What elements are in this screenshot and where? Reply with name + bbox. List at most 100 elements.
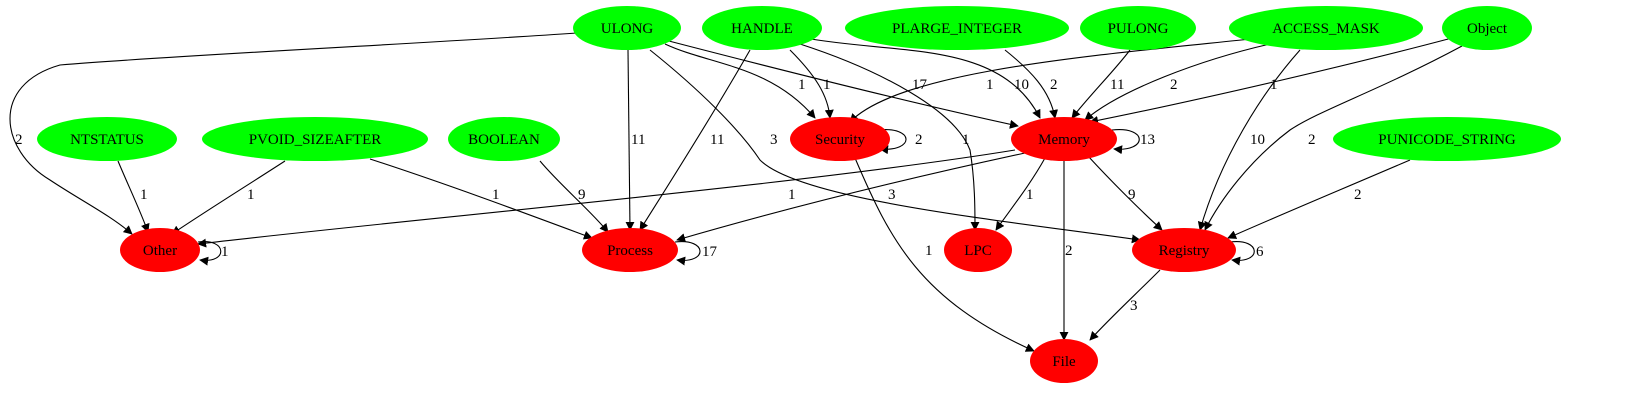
edge-label-ulong-memory: 17 — [912, 77, 928, 93]
edge-label-registry-file: 3 — [1130, 298, 1138, 314]
edge-memory-self — [1111, 129, 1140, 155]
node-label-security: Security — [815, 132, 865, 148]
edge-handle-lpc — [799, 43, 980, 231]
edge-label-access-registry: 10 — [1250, 132, 1265, 148]
node-label-handle: HANDLE — [731, 21, 793, 37]
node-access-mask[interactable]: ACCESS_MASK — [1229, 6, 1423, 50]
edge-object-registry — [1204, 45, 1463, 231]
node-label-boolean: BOOLEAN — [468, 132, 540, 148]
node-label-file: File — [1052, 354, 1076, 370]
node-label-access-mask: ACCESS_MASK — [1272, 21, 1380, 37]
node-label-pvoid-sizeafter: PVOID_SIZEAFTER — [249, 132, 382, 148]
node-label-pulong: PULONG — [1108, 21, 1169, 37]
node-lpc[interactable]: LPC — [944, 228, 1012, 272]
node-label-plarge-integer: PLARGE_INTEGER — [892, 21, 1022, 37]
edge-ulong-other — [9, 32, 578, 235]
edge-ntstatus-other — [117, 160, 150, 233]
edge-registry-self — [1229, 241, 1255, 266]
edge-memory-registry — [1087, 155, 1163, 231]
edge-label-handle-memory: 10 — [1014, 77, 1029, 93]
node-registry[interactable]: Registry — [1132, 228, 1236, 272]
edge-label-memory-process: 3 — [888, 187, 896, 203]
edge-label-handle-process: 11 — [710, 132, 724, 148]
edge-label-registry-self: 6 — [1256, 244, 1264, 260]
node-label-ntstatus: NTSTATUS — [70, 132, 144, 148]
node-object[interactable]: Object — [1442, 6, 1532, 50]
node-plarge-integer[interactable]: PLARGE_INTEGER — [845, 6, 1069, 50]
edge-handle-process — [639, 49, 751, 231]
edge-label-memory-file: 2 — [1065, 243, 1073, 259]
edge-handle-memory — [804, 37, 1041, 119]
edge-security-self — [877, 129, 907, 155]
node-label-memory: Memory — [1038, 132, 1090, 148]
edge-label-ntstatus-other: 1 — [140, 187, 148, 203]
edges: 2 11 1 17 3 11 1 10 1 2 11 1 — [9, 32, 1463, 352]
edge-plarge-memory — [1004, 49, 1059, 119]
edge-memory-other — [197, 149, 1016, 248]
edge-label-plarge-memory: 2 — [1050, 77, 1058, 93]
edge-ulong-registry — [649, 49, 1141, 244]
edge-label-memory-registry: 9 — [1128, 187, 1136, 203]
edge-ulong-security — [664, 43, 816, 119]
node-label-lpc: LPC — [964, 243, 992, 259]
node-punicode-string[interactable]: PUNICODE_STRING — [1333, 117, 1561, 161]
edge-label-object-memory: 1 — [1270, 77, 1278, 93]
node-label-process: Process — [607, 243, 653, 259]
edge-pvoid-process — [369, 158, 593, 240]
edge-memory-lpc — [995, 157, 1046, 231]
edge-label-memory-lpc: 1 — [1026, 187, 1034, 203]
edge-label-pvoid-other: 1 — [247, 187, 255, 203]
edge-label-pvoid-process: 1 — [492, 187, 500, 203]
edge-access-security — [849, 37, 1261, 123]
edge-label-boolean-process: 9 — [578, 187, 586, 203]
edge-label-punicode-registry: 2 — [1354, 187, 1362, 203]
node-label-ulong: ULONG — [601, 21, 654, 37]
edge-label-object-registry: 2 — [1308, 132, 1316, 148]
nodes: ULONG HANDLE PLARGE_INTEGER PULONG ACCES… — [37, 6, 1561, 383]
node-ntstatus[interactable]: NTSTATUS — [37, 117, 177, 161]
edge-memory-process — [676, 152, 1026, 243]
node-other[interactable]: Other — [120, 228, 200, 272]
edge-access-registry — [1197, 49, 1301, 231]
edge-pulong-memory — [1071, 49, 1131, 119]
edge-handle-security — [789, 49, 834, 119]
node-label-punicode-string: PUNICODE_STRING — [1378, 132, 1516, 148]
edge-label-ulong-security: 1 — [798, 77, 806, 93]
edge-punicode-registry — [1227, 159, 1411, 239]
edge-label-handle-lpc: 1 — [962, 132, 970, 148]
edge-label-access-memory: 2 — [1170, 77, 1178, 93]
node-ulong[interactable]: ULONG — [573, 6, 681, 50]
node-file[interactable]: File — [1030, 339, 1098, 383]
edge-label-other-self: 1 — [221, 244, 229, 260]
node-label-object: Object — [1467, 21, 1508, 37]
edge-label-ulong-other: 2 — [15, 132, 23, 148]
edge-label-pulong-memory: 11 — [1110, 77, 1124, 93]
edge-registry-file — [1089, 269, 1161, 341]
edge-label-memory-self: 13 — [1140, 132, 1155, 148]
edge-security-file — [854, 157, 1035, 352]
edge-label-ulong-process: 11 — [631, 132, 645, 148]
edge-pvoid-other — [171, 160, 286, 235]
node-memory[interactable]: Memory — [1011, 117, 1117, 161]
edge-label-process-self: 17 — [702, 244, 718, 260]
edge-label-memory-other: 1 — [788, 187, 796, 203]
edge-ulong-memory — [664, 39, 1019, 129]
edge-object-memory — [1089, 37, 1453, 125]
edge-label-ulong-registry: 3 — [770, 132, 778, 148]
node-boolean[interactable]: BOOLEAN — [448, 117, 560, 161]
edge-label-handle-security: 1 — [823, 77, 831, 93]
node-label-other: Other — [143, 243, 177, 259]
node-handle[interactable]: HANDLE — [702, 6, 822, 50]
node-pvoid-sizeafter[interactable]: PVOID_SIZEAFTER — [202, 117, 428, 161]
edge-access-memory — [1084, 43, 1271, 121]
edge-boolean-process — [539, 160, 609, 233]
edge-ulong-process — [625, 49, 635, 231]
node-label-registry: Registry — [1159, 243, 1210, 259]
edge-label-security-self: 2 — [915, 132, 923, 148]
node-pulong[interactable]: PULONG — [1080, 6, 1196, 50]
node-security[interactable]: Security — [790, 117, 890, 161]
edge-label-access-security: 1 — [986, 77, 994, 93]
node-process[interactable]: Process — [582, 228, 678, 272]
edge-process-self — [674, 241, 701, 266]
